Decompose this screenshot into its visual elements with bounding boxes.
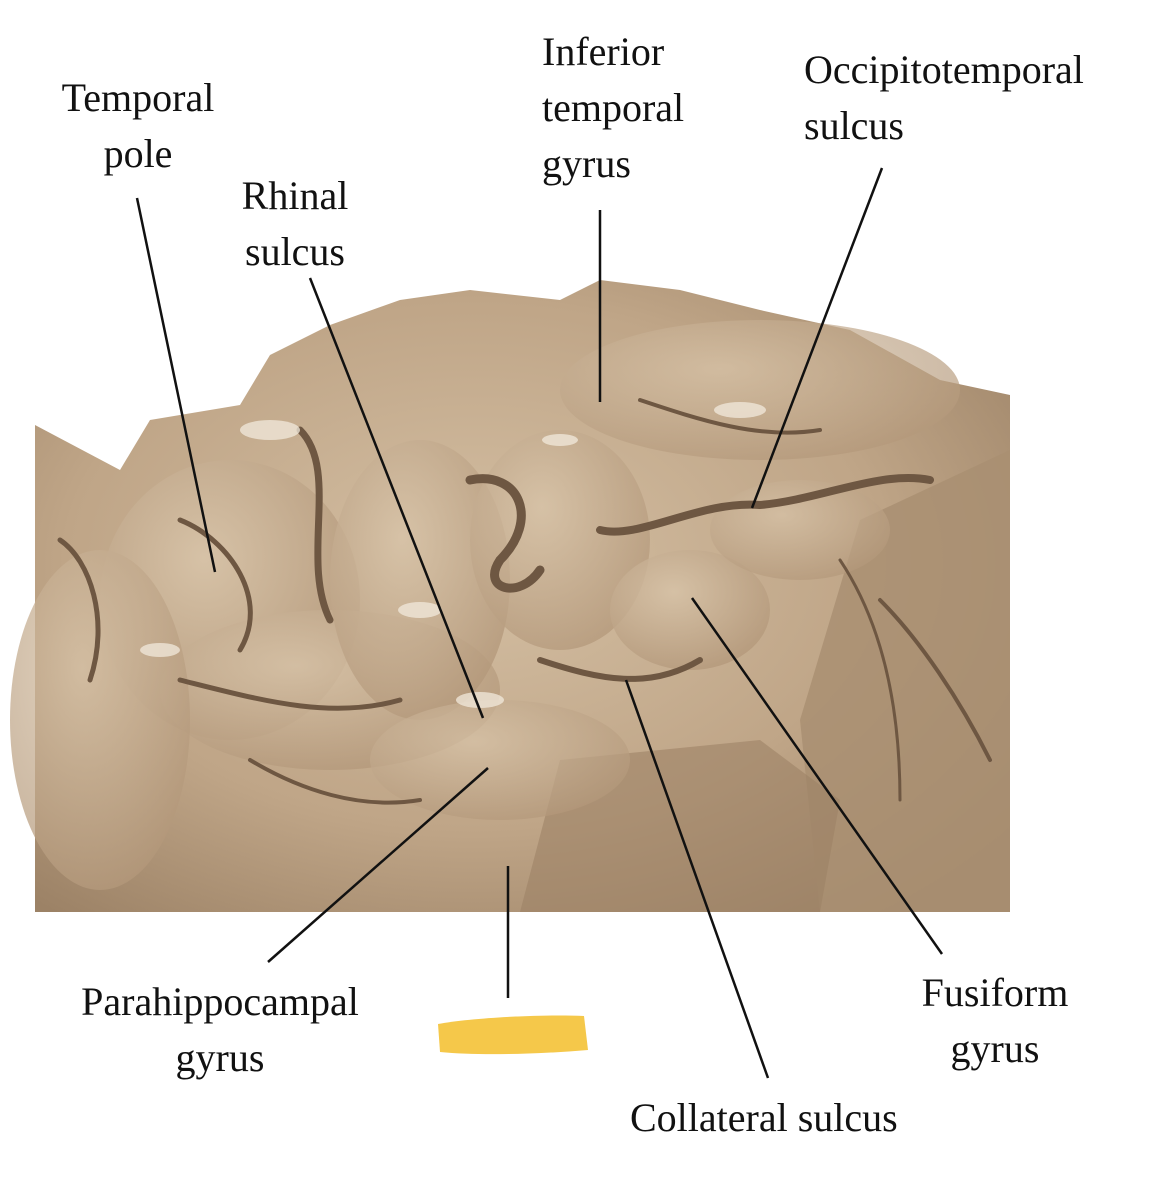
label-parahippocampal-gyrus: Parahippocampal gyrus [81, 979, 359, 1080]
highlight-marker [438, 1015, 588, 1055]
label-fusiform-gyrus: Fusiform gyrus [921, 970, 1069, 1071]
leader-occipitotemporal-sulcus [750, 167, 884, 509]
gyri-highlights [10, 320, 960, 890]
brain-photo [10, 280, 1010, 912]
specular-highlights [140, 402, 766, 708]
leader-temporal-pole [135, 197, 217, 573]
label-rhinal-sulcus: Rhinal sulcus [241, 173, 349, 274]
label-collateral-sulcus: Collateral sulcus [630, 1095, 898, 1140]
leader-parahippocampal-gyrus [267, 767, 489, 963]
sulci-folds [57, 398, 992, 805]
leader-collateral-sulcus [624, 679, 770, 1079]
leader-rhinal-sulcus [308, 277, 485, 719]
label-occipitotemporal-sulcus: Occipitotemporal sulcus [804, 47, 1084, 148]
label-inferior-temporal-gyrus: Inferior temporal gyrus [542, 29, 685, 186]
leader-lines [135, 167, 944, 1079]
leader-fusiform-gyrus [690, 597, 944, 955]
label-temporal-pole: Temporal pole [61, 75, 215, 176]
